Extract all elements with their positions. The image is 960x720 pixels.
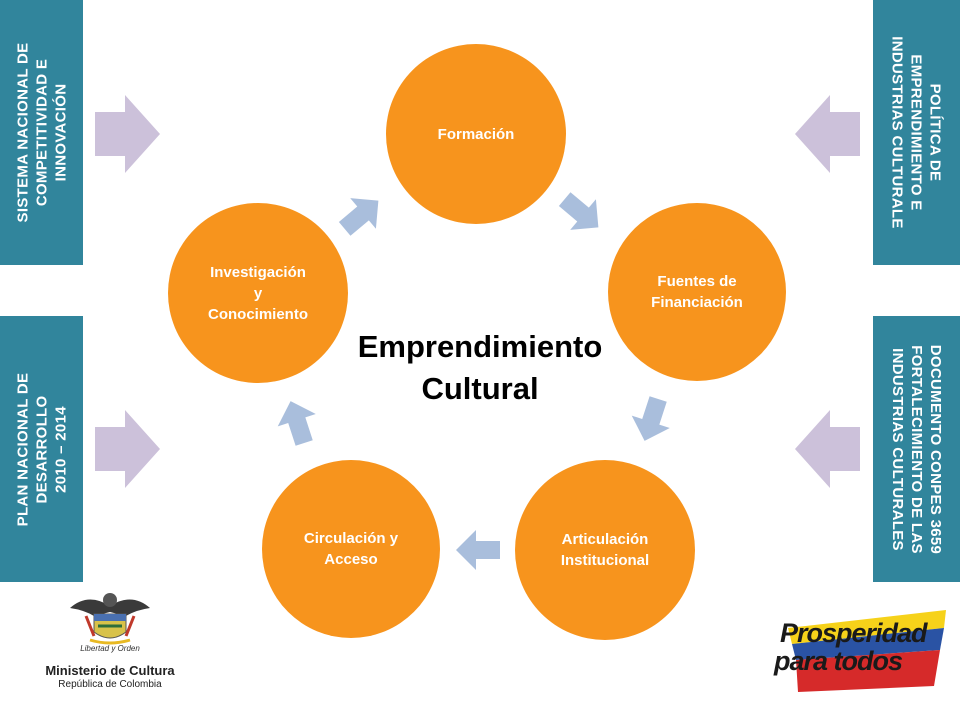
side-arrow-left-bottom	[795, 410, 860, 488]
ministerio-republica: República de Colombia	[58, 679, 162, 690]
node-articulacion-institucional: Articulación Institucional	[515, 460, 695, 640]
node-formacion-label: Formación	[437, 125, 515, 143]
side-arrow-right-top	[95, 95, 160, 173]
flag-swoosh-icon	[788, 610, 946, 692]
coat-of-arms-icon	[70, 593, 150, 645]
node-investigacion-conocimiento-label: Investigación y Conocimiento	[208, 263, 308, 323]
right-box-conpes: DOCUMENTO CONPES 3659 FORTALECIMIENTO DE…	[873, 316, 960, 582]
node-circulacion-acceso-label: Circulación y Acceso	[303, 530, 399, 568]
ministerio-logo: Libertad y Orden Ministerio de Cultura R…	[40, 586, 180, 696]
left-box-competitividad: SISTEMA NACIONAL DE COMPETITIVIDAD E INN…	[0, 0, 83, 265]
node-formacion: Formación	[386, 44, 566, 224]
node-fuentes-financiacion: Fuentes de Financiación	[608, 203, 786, 381]
left-box-plan-desarrollo: PLAN NACIONAL DE DESARROLLO 2010 – 2014	[0, 316, 83, 582]
cycle-arrow-fuentes-articulacion	[631, 396, 670, 441]
right-box-politica: POLÍTICA DE EMPRENDIMIENTO E INDUSTRIAS …	[873, 0, 960, 265]
prosperidad-logo: Prosperidad para todos	[768, 606, 948, 696]
cycle-arrow-circulacion-investigacion	[277, 401, 316, 446]
node-circulacion-acceso: Circulación y Acceso	[262, 460, 440, 638]
prosperidad-line1: Prosperidad	[780, 618, 928, 648]
cycle-arrow-formacion-fuentes	[558, 192, 599, 230]
prosperidad-line2: para todos	[774, 646, 903, 676]
ministerio-name: Ministerio de Cultura	[45, 663, 175, 678]
node-investigacion-conocimiento: Investigación y Conocimiento	[168, 203, 348, 383]
node-articulacion-institucional-label: Articulación Institucional	[560, 531, 650, 569]
cycle-arrow-articulacion-circulacion	[456, 530, 500, 570]
side-arrow-right-bottom	[95, 410, 160, 488]
ministerio-motto: Libertad y Orden	[80, 644, 140, 653]
center-title: Emprendimiento Cultural	[357, 329, 603, 406]
side-arrow-left-top	[795, 95, 860, 173]
cycle-arrow-investigacion-formacion	[338, 198, 379, 236]
node-fuentes-financiacion-label: Fuentes de Financiación	[651, 273, 743, 311]
